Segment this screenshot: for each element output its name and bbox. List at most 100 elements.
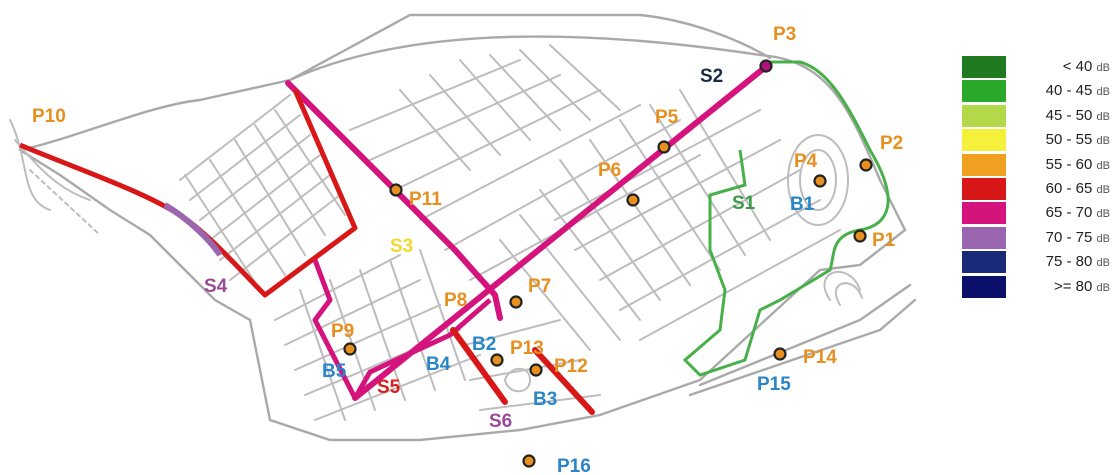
legend-label: < 40 dB bbox=[1010, 58, 1110, 75]
label-b2: B2 bbox=[472, 334, 496, 355]
label-p9: P9 bbox=[331, 321, 354, 342]
point-p4-marker[interactable] bbox=[813, 174, 827, 188]
legend-label: 40 - 45 dB bbox=[1010, 82, 1110, 99]
label-b3: B3 bbox=[533, 389, 557, 410]
point-p3-marker[interactable] bbox=[759, 59, 773, 73]
legend-row: 75 - 80 dB bbox=[962, 250, 1112, 274]
point-p2-marker[interactable] bbox=[859, 158, 873, 172]
label-p5: P5 bbox=[655, 107, 679, 128]
legend-row: 65 - 70 dB bbox=[962, 201, 1112, 225]
legend-range: 70 - 75 bbox=[1045, 228, 1093, 246]
label-s2: S2 bbox=[700, 66, 723, 87]
legend-label: >= 80 dB bbox=[1010, 278, 1110, 295]
label-s5: S5 bbox=[377, 377, 401, 398]
label-s1: S1 bbox=[732, 193, 756, 214]
legend-range: 65 - 70 bbox=[1045, 204, 1093, 222]
legend-label: 70 - 75 dB bbox=[1010, 229, 1110, 246]
legend-swatch bbox=[962, 129, 1006, 152]
point-p1-marker[interactable] bbox=[853, 229, 867, 243]
legend-unit: dB bbox=[1096, 232, 1110, 245]
legend-swatch bbox=[962, 177, 1006, 200]
point-p9-marker[interactable] bbox=[343, 342, 357, 356]
route-s6a bbox=[450, 327, 508, 405]
label-p10: P10 bbox=[32, 106, 66, 127]
map-labels: P1 P2 P3 P4 P5 P6 P7 P8 P9 P10 P11 P12 P… bbox=[32, 24, 903, 475]
legend-range: < 40 bbox=[1062, 58, 1093, 75]
label-p8: P8 bbox=[444, 290, 467, 311]
legend-range: 60 - 65 bbox=[1045, 179, 1093, 197]
label-s4: S4 bbox=[204, 276, 228, 297]
point-p6-marker[interactable] bbox=[626, 193, 640, 207]
legend-unit: dB bbox=[1096, 257, 1110, 270]
legend-unit: dB bbox=[1096, 281, 1110, 294]
legend-label: 50 - 55 dB bbox=[1010, 131, 1110, 148]
legend-label: 60 - 65 dB bbox=[1010, 180, 1110, 197]
label-b4: B4 bbox=[426, 354, 451, 375]
label-p16: P16 bbox=[557, 456, 591, 475]
route-s5 bbox=[312, 259, 492, 401]
label-s3: S3 bbox=[390, 236, 413, 257]
legend-label: 55 - 60 dB bbox=[1010, 156, 1110, 173]
legend-row: 50 - 55 dB bbox=[962, 128, 1112, 152]
label-b1: B1 bbox=[790, 194, 815, 215]
legend-unit: dB bbox=[1096, 110, 1110, 123]
legend-unit: dB bbox=[1096, 86, 1110, 99]
label-p6: P6 bbox=[598, 160, 621, 181]
legend-unit: dB bbox=[1096, 183, 1110, 196]
point-p7-marker[interactable] bbox=[509, 295, 523, 309]
label-b5: B5 bbox=[322, 361, 347, 382]
route-s2 bbox=[352, 62, 771, 401]
legend-row: 70 - 75 dB bbox=[962, 226, 1112, 250]
route-s4 bbox=[19, 89, 358, 298]
legend-row: >= 80 dB bbox=[962, 275, 1112, 299]
label-p2: P2 bbox=[880, 133, 903, 154]
label-p7: P7 bbox=[528, 276, 551, 297]
label-p14: P14 bbox=[803, 347, 837, 368]
legend-row: 55 - 60 dB bbox=[962, 153, 1112, 177]
legend-row: 60 - 65 dB bbox=[962, 177, 1112, 201]
legend-range: 45 - 50 bbox=[1045, 106, 1093, 124]
point-p13-marker[interactable] bbox=[529, 363, 543, 377]
point-p16-marker[interactable] bbox=[522, 454, 536, 468]
legend-swatch bbox=[962, 251, 1006, 274]
route-s1 bbox=[682, 60, 890, 377]
legend-row: < 40 dB bbox=[962, 55, 1112, 79]
label-p11: P11 bbox=[409, 189, 442, 210]
point-b2-marker[interactable] bbox=[490, 353, 504, 367]
street-network bbox=[9, 13, 917, 442]
legend-label: 45 - 50 dB bbox=[1010, 107, 1110, 124]
label-p15: P15 bbox=[757, 374, 791, 395]
point-p14-marker[interactable] bbox=[773, 347, 787, 361]
legend-range: 55 - 60 bbox=[1045, 155, 1093, 173]
legend-label: 75 - 80 dB bbox=[1010, 253, 1110, 270]
legend-unit: dB bbox=[1096, 62, 1110, 74]
legend-unit: dB bbox=[1096, 159, 1110, 172]
legend-unit: dB bbox=[1096, 208, 1110, 221]
legend-swatch bbox=[962, 80, 1006, 103]
legend-range: 75 - 80 bbox=[1045, 253, 1093, 271]
label-p1: P1 bbox=[872, 230, 896, 251]
legend-row: 45 - 50 dB bbox=[962, 104, 1112, 128]
route-s3 bbox=[285, 80, 503, 321]
legend-swatch bbox=[962, 226, 1006, 249]
point-p11-marker[interactable] bbox=[389, 183, 403, 197]
route-s6b bbox=[532, 347, 595, 415]
legend-row: 40 - 45 dB bbox=[962, 79, 1112, 103]
legend-swatch bbox=[962, 56, 1006, 78]
point-p5-marker[interactable] bbox=[657, 140, 671, 154]
label-p4: P4 bbox=[794, 151, 818, 172]
legend-swatch bbox=[962, 104, 1006, 127]
label-p13: P13 bbox=[510, 338, 544, 359]
label-s6: S6 bbox=[489, 411, 512, 432]
legend-range: 40 - 45 bbox=[1045, 82, 1093, 100]
legend-swatch bbox=[962, 153, 1006, 176]
legend-range: 50 - 55 bbox=[1045, 131, 1093, 149]
legend-unit: dB bbox=[1096, 135, 1110, 148]
legend-range: >= 80 bbox=[1053, 277, 1093, 295]
noise-routes bbox=[19, 60, 890, 415]
legend-swatch bbox=[962, 202, 1006, 225]
label-p12: P12 bbox=[554, 356, 588, 377]
label-p3: P3 bbox=[773, 24, 796, 45]
